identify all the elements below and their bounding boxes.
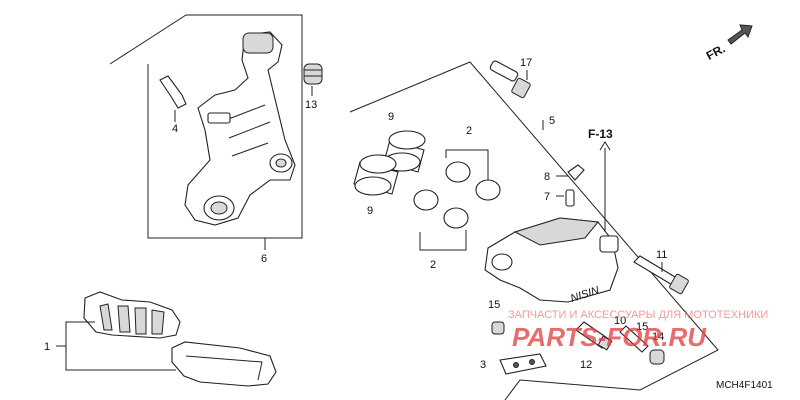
- pin-boot[interactable]: [303, 63, 323, 85]
- label-10: 10: [614, 315, 626, 327]
- boot-right[interactable]: [649, 349, 665, 365]
- pad-spring[interactable]: [159, 75, 187, 109]
- label-14: 14: [652, 331, 664, 343]
- caliper-group-outline: [349, 61, 719, 400]
- piston-lower[interactable]: [353, 154, 399, 196]
- ref-f13: F-13: [588, 127, 613, 141]
- bleed-valve[interactable]: [565, 189, 575, 207]
- fr-label: FR.: [704, 41, 728, 62]
- label-15-right: 15: [636, 321, 648, 333]
- pad-pin[interactable]: [575, 321, 613, 351]
- label-13: 13: [305, 99, 317, 111]
- pin-bolt-lower[interactable]: [619, 325, 649, 353]
- label-12: 12: [580, 359, 592, 371]
- label-2-upper: 2: [466, 125, 472, 137]
- watermark-brand: PARTS-FOR.RU: [512, 322, 707, 352]
- pin-bolt[interactable]: [633, 255, 689, 295]
- piston-seals[interactable]: [413, 161, 501, 229]
- label-11: 11: [656, 249, 667, 261]
- label-8: 8: [544, 171, 550, 183]
- label-17: 17: [520, 57, 532, 69]
- label-9-upper: 9: [388, 111, 394, 123]
- label-1: 1: [44, 341, 50, 353]
- diagram-code: MCH4F1401: [716, 380, 773, 391]
- caliper-bracket[interactable]: [184, 31, 296, 226]
- pad-spring-clip[interactable]: [499, 353, 547, 375]
- label-9-lower: 9: [367, 205, 373, 217]
- label-15-left: 15: [488, 299, 500, 311]
- boot-small[interactable]: [491, 321, 505, 335]
- label-5: 5: [549, 115, 555, 127]
- caliper-body[interactable]: [484, 217, 619, 303]
- bleed-valve-cap[interactable]: [567, 164, 585, 181]
- label-4: 4: [172, 123, 178, 135]
- caliper-bolt-upper[interactable]: [489, 60, 531, 99]
- label-2-lower: 2: [430, 259, 436, 271]
- brake-pad-lower[interactable]: [171, 341, 277, 387]
- watermark-tagline: ЗАПЧАСТИ И АКСЕССУАРЫ ДЛЯ МОТОТЕХНИКИ: [508, 309, 768, 321]
- bracket-group-outline: [109, 14, 303, 239]
- label-6: 6: [261, 253, 267, 265]
- label-7: 7: [544, 191, 550, 203]
- front-direction-arrow: [727, 24, 753, 45]
- brake-pad-upper[interactable]: [83, 291, 181, 339]
- label-3: 3: [480, 359, 486, 371]
